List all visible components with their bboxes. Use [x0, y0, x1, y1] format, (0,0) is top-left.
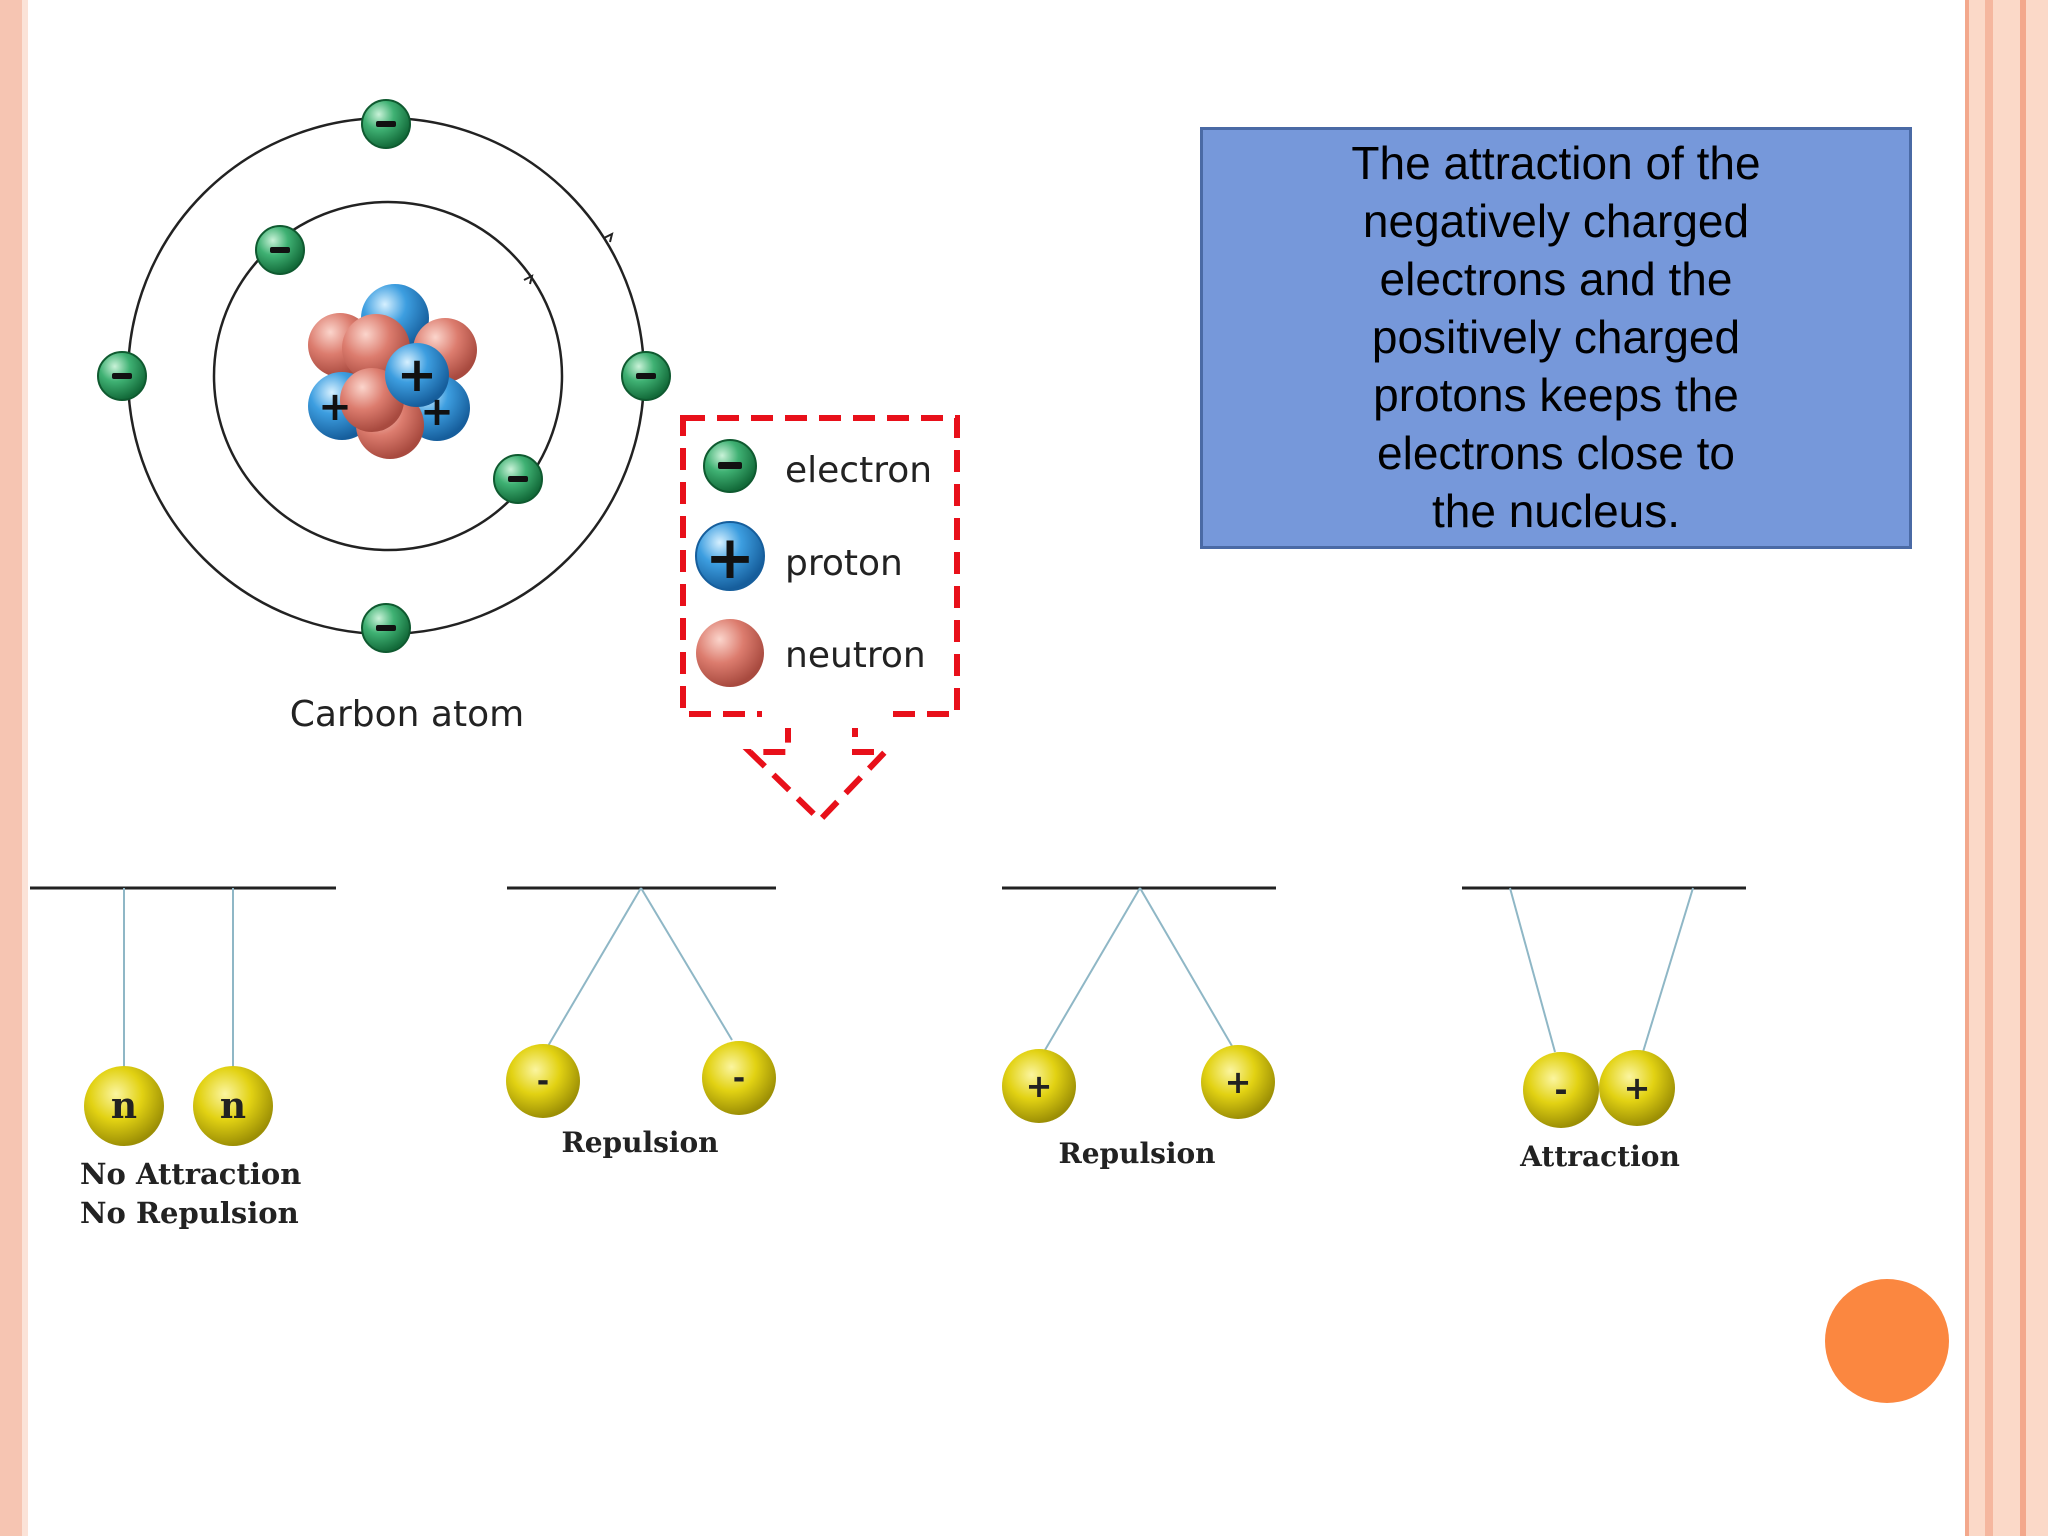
thread — [1509, 887, 1556, 1053]
thread — [547, 887, 642, 1047]
neutron-legend-icon — [696, 619, 764, 687]
carbon-atom: + + + Carbon atom — [97, 99, 671, 735]
pendulum-caption: No Repulsion — [80, 1196, 299, 1230]
orbit-arrow — [603, 232, 614, 243]
charged-ball — [1201, 1045, 1275, 1119]
legend-label-electron: electron — [785, 450, 932, 491]
electron-icon — [361, 99, 411, 149]
legend-callout-border — [742, 711, 893, 825]
thread — [640, 887, 733, 1041]
pendulum-attraction: - + Attraction — [1462, 886, 1746, 1173]
pendulum-caption: Repulsion — [1058, 1137, 1215, 1170]
slide-border-right — [1965, 0, 2048, 1536]
slide-border-right-line — [2020, 0, 2026, 1536]
slide-border-right-line — [1985, 0, 1993, 1536]
thread — [1044, 887, 1141, 1051]
ball-charge-label: + — [1026, 1067, 1053, 1105]
legend-label-proton: proton — [785, 543, 903, 584]
slide-border-left-inner — [22, 0, 28, 1536]
ball-charge-label: - — [1554, 1071, 1567, 1109]
pendulum-positive-repulsion: + + Repulsion — [1002, 886, 1276, 1170]
atom-caption: Carbon atom — [290, 694, 524, 735]
electron-icon — [361, 603, 411, 653]
electron-legend-icon — [703, 439, 757, 493]
svg-text:+: + — [318, 384, 352, 430]
ball-charge-label: n — [220, 1085, 246, 1127]
slide-border-right-line — [1965, 0, 1969, 1536]
proton-legend-icon: + — [695, 521, 765, 593]
svg-text:+: + — [397, 347, 437, 403]
svg-text:+: + — [420, 389, 454, 435]
pendulum-caption: Repulsion — [561, 1126, 718, 1159]
pendulum-caption: No Attraction — [80, 1157, 301, 1191]
thread — [1642, 887, 1694, 1053]
charged-ball — [193, 1066, 273, 1146]
ball-charge-label: - — [733, 1061, 745, 1096]
info-box-text: The attraction of the negatively charged… — [1351, 137, 1761, 537]
legend-label-neutron: neutron — [785, 635, 926, 676]
ball-charge-label: + — [1624, 1069, 1651, 1107]
orbit-arrow — [523, 274, 534, 285]
info-box: The attraction of the negatively charged… — [1200, 127, 1912, 549]
electron-icon — [621, 351, 671, 401]
ball-charge-label: n — [111, 1085, 137, 1127]
charged-ball — [84, 1066, 164, 1146]
pendulum-caption: Attraction — [1519, 1140, 1680, 1173]
ball-charge-label: + — [1225, 1063, 1252, 1101]
charged-ball — [1523, 1052, 1599, 1128]
legend: electron + proton neutron — [680, 415, 960, 825]
electron-icon — [493, 454, 543, 504]
nucleus: + + + — [308, 284, 477, 459]
ball-charge-label: - — [537, 1064, 549, 1099]
charged-ball — [1599, 1050, 1675, 1126]
thread — [1139, 887, 1233, 1047]
pendulum-negative-repulsion: - - Repulsion — [506, 886, 776, 1159]
slide-border-left — [0, 0, 22, 1536]
electron-icon — [97, 351, 147, 401]
charged-ball — [702, 1041, 776, 1115]
pendulum-neutral: n n No Attraction No Repulsion — [30, 886, 336, 1230]
inner-orbit — [212, 200, 564, 552]
charged-ball — [506, 1044, 580, 1118]
legend-border — [680, 415, 960, 717]
svg-text:+: + — [705, 523, 755, 593]
accent-circle — [1825, 1279, 1949, 1403]
electron-icon — [255, 225, 305, 275]
charged-ball — [1002, 1049, 1076, 1123]
